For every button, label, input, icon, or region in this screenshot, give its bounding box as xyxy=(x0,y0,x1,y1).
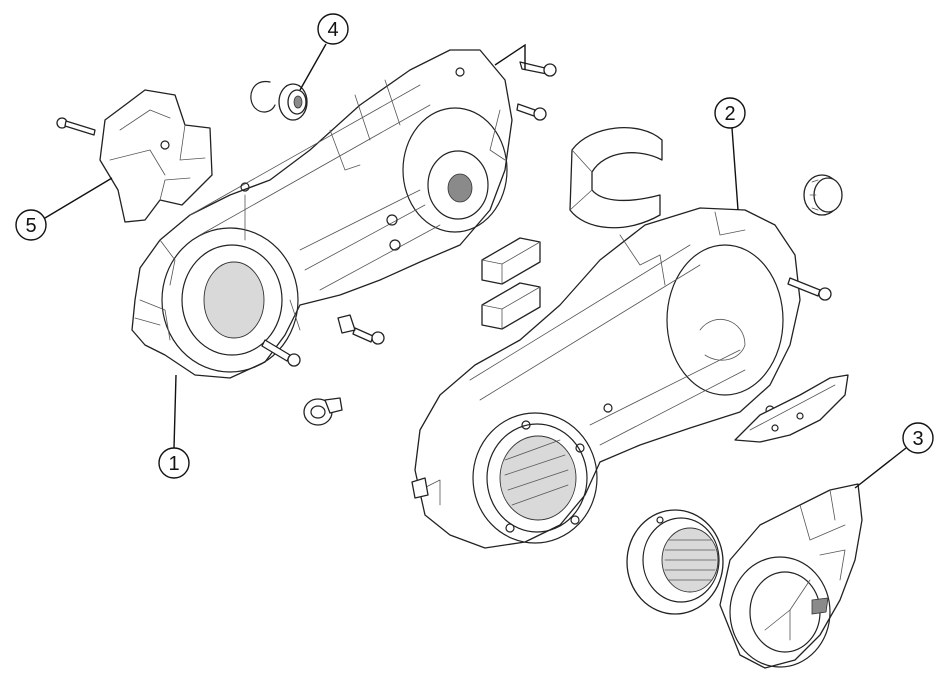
callout-3-label: 3 xyxy=(912,428,923,450)
hose-clamp xyxy=(303,397,343,426)
callout-2-label: 2 xyxy=(724,103,735,125)
bolt-top-right-1 xyxy=(519,61,557,77)
leader-1 xyxy=(173,374,177,449)
callout-5-label: 5 xyxy=(25,215,36,237)
callout-2: 2 xyxy=(714,97,746,129)
foam-block-2 xyxy=(481,282,541,330)
trim-strip xyxy=(734,374,849,443)
leader-4 xyxy=(299,43,327,91)
callout-4-label: 4 xyxy=(327,19,338,41)
bolt-leader-line xyxy=(494,43,526,70)
cap-plug xyxy=(803,174,843,216)
inner-cover-part-1[interactable] xyxy=(131,49,513,379)
vent-cap xyxy=(626,509,724,615)
bolt-top-right-2 xyxy=(516,103,547,121)
callout-4: 4 xyxy=(317,13,349,45)
decorative-cover-part-3[interactable] xyxy=(719,483,863,669)
bracket-cover-part-5[interactable] xyxy=(99,89,213,223)
callout-1: 1 xyxy=(158,447,190,479)
bolt-bottom-1 xyxy=(261,339,301,367)
leader-5 xyxy=(44,177,113,219)
leader-3 xyxy=(854,447,907,489)
callout-1-label: 1 xyxy=(168,453,179,475)
leader-2 xyxy=(731,127,739,211)
clip-small xyxy=(337,314,356,334)
bolt-bottom-2 xyxy=(352,327,385,345)
outer-cover-part-2[interactable] xyxy=(411,207,801,549)
foam-block-1 xyxy=(481,237,541,285)
circlip-part-4 xyxy=(250,80,276,113)
screw-part-2 xyxy=(787,277,832,301)
bearing-part-4[interactable] xyxy=(278,83,308,121)
screw-part-5 xyxy=(56,117,96,136)
callout-5: 5 xyxy=(15,209,47,241)
callout-3: 3 xyxy=(902,422,934,454)
foam-seal-ring xyxy=(569,127,663,229)
